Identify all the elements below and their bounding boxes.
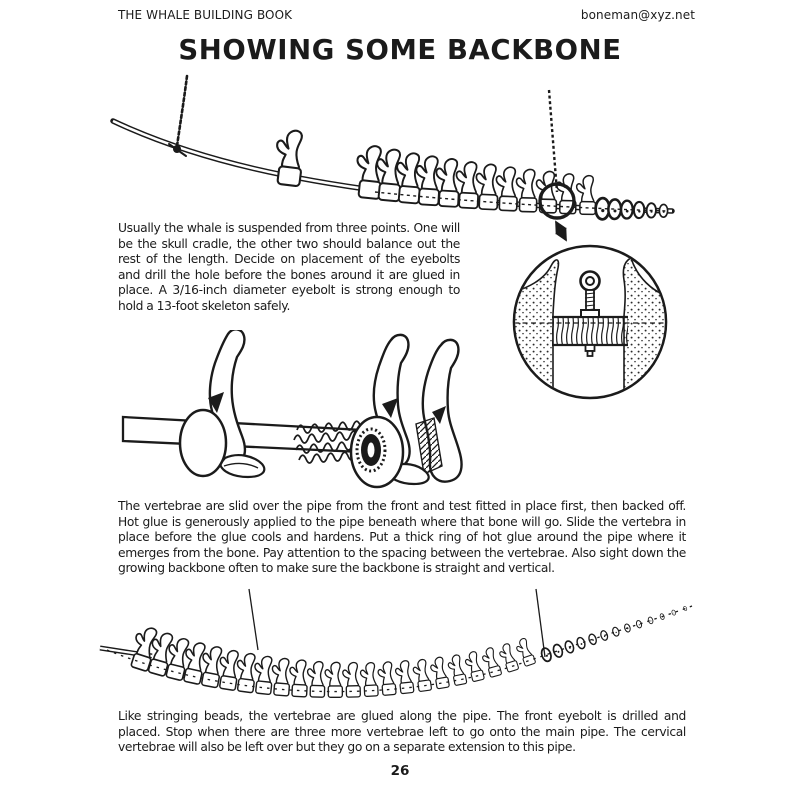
vertebra: [197, 643, 226, 689]
vertebra: [359, 661, 379, 698]
tail-bead: [619, 199, 635, 220]
pipe: [121, 415, 364, 454]
magnified-eyebolt-view: [512, 244, 668, 400]
vertebra: [428, 655, 451, 690]
hanging-wire: [535, 588, 546, 658]
vertebra: [411, 658, 433, 693]
vertebra: [514, 168, 539, 213]
eyebolt: [579, 270, 601, 357]
callout-circle: [538, 182, 576, 220]
bone-mass-left: [515, 259, 560, 397]
vertebra: [494, 165, 520, 212]
vertebra: [376, 660, 397, 697]
tail-bead: [539, 645, 554, 664]
paragraph-stringing: Like stringing beads, the vertebrae are …: [118, 709, 686, 754]
rear-vertebra: [421, 338, 463, 483]
rope-knot: [173, 145, 181, 153]
vertebra: [161, 634, 193, 682]
shade-wedge: [432, 406, 446, 424]
vertebra: [474, 163, 500, 211]
tail-bead: [658, 203, 669, 219]
vertebra: [287, 658, 310, 698]
shade-wedge: [382, 398, 398, 418]
vertebra: [446, 653, 468, 687]
pipe-hole: [361, 434, 381, 466]
vertebra: [341, 661, 362, 698]
vertebra: [393, 151, 424, 205]
vertebra: [513, 636, 537, 668]
vertebra: [394, 659, 415, 695]
tail-bead: [606, 197, 623, 221]
suspension-rope-right: [547, 89, 559, 193]
tail-bead: [623, 622, 632, 634]
tail-bead: [574, 635, 588, 651]
vertebra: [306, 660, 326, 698]
tail-bead: [611, 625, 621, 638]
pipe-dashed-hint: [374, 191, 669, 212]
vertebra: [269, 656, 293, 697]
vertebra: [143, 629, 177, 678]
tail-bead: [670, 609, 677, 616]
figure-strung-backbone: [99, 588, 693, 698]
vertebra: [454, 160, 481, 210]
vertebra: [126, 623, 161, 673]
shade-wedge: [208, 392, 224, 413]
tail-bead: [632, 200, 646, 220]
tail-bead: [647, 616, 655, 625]
vertebra: [215, 648, 242, 692]
figure-gluing-vertebrae: [121, 330, 463, 489]
hot-glue-coils: [293, 420, 361, 464]
main-pipe: [110, 118, 675, 214]
vertebra: [413, 154, 443, 207]
glue-fringe-ring: [355, 427, 387, 473]
vertebra: [372, 147, 405, 203]
mounted-vertebra: [178, 330, 266, 479]
tail-bead: [659, 612, 666, 621]
vertebra: [179, 639, 209, 686]
tail-bead: [682, 605, 688, 612]
callout-arrow: [555, 220, 567, 242]
suspension-rope-left: [175, 74, 189, 148]
vertebra: [271, 127, 307, 188]
tail-bead: [551, 642, 565, 660]
pipe-stub: [99, 645, 153, 659]
running-header-book-title: THE WHALE BUILDING BOOK: [118, 8, 293, 22]
vertebra: [496, 641, 520, 674]
vertebra: [535, 170, 558, 214]
paragraph-gluing: The vertebrae are slid over the pipe fro…: [118, 499, 686, 575]
tail-bead: [593, 196, 612, 221]
vertebra: [233, 651, 259, 694]
tail-bead: [635, 619, 643, 629]
hanging-wire: [248, 588, 259, 651]
toe-detail-line: [223, 462, 259, 469]
vertebra: [555, 172, 578, 215]
vertebra: [479, 646, 503, 679]
page-number: 26: [390, 763, 410, 779]
tail-bead: [599, 629, 610, 642]
tail-bead: [645, 202, 658, 219]
hatch-shading: [415, 417, 443, 476]
vertebra: [463, 650, 485, 683]
page-title: SHOWING SOME BACKBONE: [178, 34, 622, 66]
tail-bead: [587, 632, 599, 647]
vertebra: [575, 174, 597, 216]
bone-mass-right: [622, 256, 665, 397]
paragraph-suspension: Usually the whale is suspended from thre…: [118, 221, 460, 313]
vertebra: [251, 654, 276, 696]
running-header-email: boneman@xyz.net: [580, 8, 695, 22]
vertebra: [324, 661, 344, 698]
front-vertebra: [349, 333, 430, 489]
threaded-pipe-section: [552, 315, 628, 347]
vertebra: [352, 143, 386, 201]
vertebra: [433, 157, 462, 208]
centrum-disc: [178, 408, 228, 478]
tail-bead: [563, 639, 576, 655]
centrum-disc: [349, 415, 405, 489]
pipe-dashed-hint: [106, 605, 693, 693]
